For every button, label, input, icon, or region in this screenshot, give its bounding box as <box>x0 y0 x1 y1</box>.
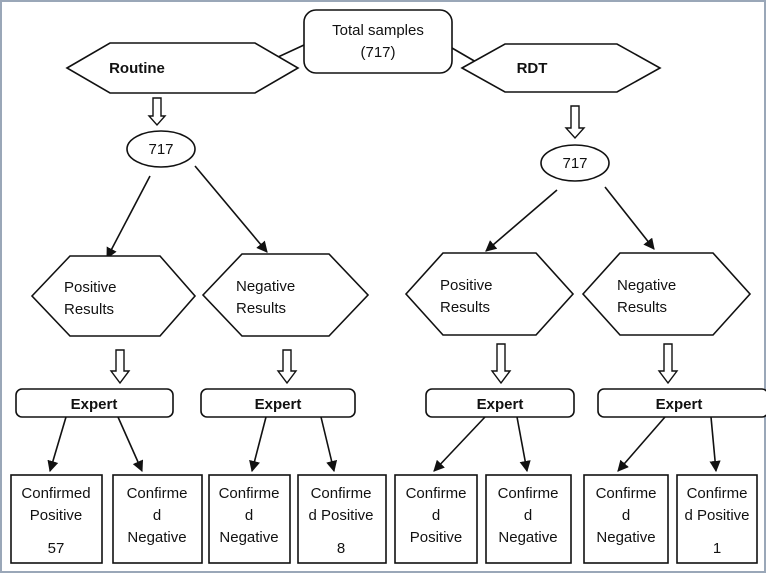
box-8-line2: d Positive <box>684 507 749 524</box>
routine-pos-expert-node: Expert <box>15 388 174 418</box>
arrow-expert-to-box-1 <box>47 416 67 473</box>
rdt-negative-line1: Negative <box>617 277 676 294</box>
confirmed-box-6: Confirme d Negative <box>485 474 572 564</box>
routine-positive-line2: Results <box>64 301 114 318</box>
total-count: (717) <box>360 44 395 61</box>
box-1-line2: Positive <box>30 507 83 524</box>
block-arrow-rdt-count <box>564 105 586 140</box>
arrow-rdt-to-negative <box>604 186 655 250</box>
box-5-line2: d <box>432 507 440 524</box>
routine-negative-line2: Results <box>236 300 286 317</box>
block-arrow-rdt-neg-expert <box>657 343 679 385</box>
box-8-value: 1 <box>713 540 721 557</box>
box-7-line1: Confirme <box>596 485 657 502</box>
block-arrow-rdt-pos-expert <box>490 343 512 385</box>
confirmed-box-3: Confirme d Negative <box>208 474 291 564</box>
confirmed-box-2: Confirme d Negative <box>112 474 203 564</box>
arrow-expert-to-box-7 <box>617 416 666 472</box>
routine-negative-node: Negative Results <box>201 253 370 337</box>
box-7-line2: d <box>622 507 630 524</box>
box-4-line2: d Positive <box>308 507 373 524</box>
routine-positive-line1: Positive <box>64 279 117 296</box>
rdt-neg-expert-node: Expert <box>597 388 766 418</box>
box-6-line1: Confirme <box>498 485 559 502</box>
box-2-line3: Negative <box>127 529 186 546</box>
box-3-line2: d <box>245 507 253 524</box>
arrow-expert-to-box-8 <box>709 416 721 473</box>
rdt-positive-line1: Positive <box>440 277 493 294</box>
rdt-positive-node: Positive Results <box>404 252 575 336</box>
rdt-negative-line2: Results <box>617 299 667 316</box>
arrow-expert-to-box-4 <box>320 416 338 473</box>
rdt-neg-expert-label: Expert <box>656 396 703 413</box>
block-arrow-routine-neg-expert <box>276 349 298 385</box>
arrow-rdt-to-positive <box>485 189 558 252</box>
block-arrow-routine-pos-expert <box>109 349 131 385</box>
arrow-routine-to-positive <box>106 175 151 259</box>
rdt-pos-expert-node: Expert <box>425 388 575 418</box>
routine-pos-expert-label: Expert <box>71 396 118 413</box>
box-3-line1: Confirme <box>219 485 280 502</box>
box-5-line3: Positive <box>410 529 463 546</box>
box-1-value: 57 <box>48 540 65 557</box>
confirmed-box-1: Confirmed Positive 57 <box>10 474 103 564</box>
box-3-line3: Negative <box>219 529 278 546</box>
box-2-line2: d <box>153 507 161 524</box>
box-6-line2: d <box>524 507 532 524</box>
arrow-expert-to-box-2 <box>117 416 144 473</box>
rdt-node: RDT <box>460 43 662 93</box>
box-4-line1: Confirme <box>311 485 372 502</box>
confirmed-box-5: Confirme d Positive <box>394 474 478 564</box>
routine-neg-expert-label: Expert <box>255 396 302 413</box>
rdt-count: 717 <box>562 155 587 172</box>
box-5-line1: Confirme <box>406 485 467 502</box>
block-arrow-routine-count <box>147 97 167 127</box>
box-6-line3: Negative <box>498 529 557 546</box>
routine-node: Routine <box>65 42 300 94</box>
total-samples-node: Total samples (717) <box>303 9 453 74</box>
routine-count: 717 <box>148 141 173 158</box>
rdt-count-node: 717 <box>540 144 610 182</box>
box-8-line1: Confirme <box>687 485 748 502</box>
box-7-line3: Negative <box>596 529 655 546</box>
routine-count-node: 717 <box>126 130 196 168</box>
rdt-label: RDT <box>517 60 548 77</box>
routine-neg-expert-node: Expert <box>200 388 356 418</box>
arrow-expert-to-box-3 <box>249 416 267 473</box>
rdt-positive-line2: Results <box>440 299 490 316</box>
arrow-routine-to-negative <box>194 165 268 253</box>
rdt-negative-node: Negative Results <box>581 252 752 336</box>
arrow-expert-to-box-6 <box>516 416 531 473</box>
arrow-expert-to-box-5 <box>433 416 486 472</box>
confirmed-box-4: Confirme d Positive 8 <box>297 474 387 564</box>
routine-positive-node: Positive Results <box>30 255 197 337</box>
box-2-line1: Confirme <box>127 485 188 502</box>
routine-label: Routine <box>109 60 165 77</box>
box-1-line1: Confirmed <box>21 485 90 502</box>
box-4-value: 8 <box>337 540 345 557</box>
confirmed-box-7: Confirme d Negative <box>583 474 669 564</box>
routine-negative-line1: Negative <box>236 278 295 295</box>
total-label: Total samples <box>332 22 424 39</box>
rdt-pos-expert-label: Expert <box>477 396 524 413</box>
confirmed-box-8: Confirme d Positive 1 <box>676 474 758 564</box>
